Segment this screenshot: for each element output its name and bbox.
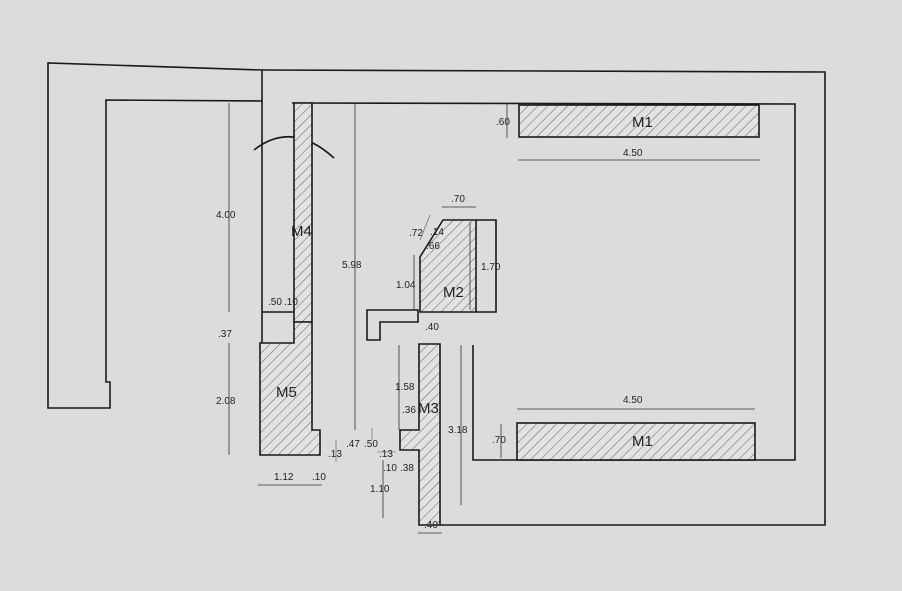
left-annex-wall (47, 62, 263, 409)
dim-slant-072 (419, 214, 431, 241)
m1-bottom-label: M1 (632, 433, 653, 450)
m2-ledge (366, 309, 419, 341)
dim-060: .60 (496, 117, 510, 128)
dim-400: 4.00 (216, 210, 236, 221)
m3-block (399, 343, 441, 526)
dim-010-c: .10 (312, 472, 326, 483)
dim-014: .14 (430, 227, 444, 238)
m5-block (259, 321, 321, 456)
main-outer-wall (261, 69, 826, 526)
m1-top-label: M1 (632, 114, 653, 131)
m4-label: M4 (291, 223, 312, 240)
m2-block (419, 219, 477, 313)
dim-040-top: .40 (425, 322, 439, 333)
dim-070-m2: .70 (451, 194, 465, 205)
m2-side-wall (476, 219, 497, 313)
dim-047: .47 (346, 439, 360, 450)
dim-158: 1.58 (395, 382, 415, 393)
dim-010-b: .10 (383, 463, 397, 474)
dim-450-top: 4.50 (623, 148, 643, 159)
m4-block (293, 102, 313, 323)
dim-170: 1.70 (481, 262, 501, 273)
dim-208: 2.08 (216, 396, 236, 407)
roof-arc (253, 136, 335, 159)
dim-104: 1.04 (396, 280, 416, 291)
dim-598: 5.98 (342, 260, 362, 271)
dim-110: 1.10 (370, 484, 390, 495)
dim-038: .38 (400, 463, 414, 474)
m3-label: M3 (418, 400, 439, 417)
m1-bottom-block (516, 422, 756, 461)
dim-050: .50 (268, 297, 282, 308)
dim-450-bottom: 4.50 (623, 395, 643, 406)
m5-label: M5 (276, 384, 297, 401)
dim-072: .72 (409, 228, 423, 239)
dim-318: 3.18 (448, 425, 468, 436)
dim-037: .37 (218, 329, 232, 340)
dim-036: .36 (402, 405, 416, 416)
dim-013-b: .13 (379, 449, 393, 460)
m2-label: M2 (443, 284, 464, 301)
dim-066: .66 (426, 241, 440, 252)
m1-top-block (518, 104, 760, 138)
dim-040-bottom: .40 (424, 520, 438, 531)
dim-010-a: .10 (284, 297, 298, 308)
dim-050-b: .50 (364, 439, 378, 450)
main-inner-wall (291, 102, 796, 461)
dim-013-a: .13 (328, 449, 342, 460)
dim-112: 1.12 (274, 472, 294, 483)
dim-070-m1: .70 (492, 435, 506, 446)
